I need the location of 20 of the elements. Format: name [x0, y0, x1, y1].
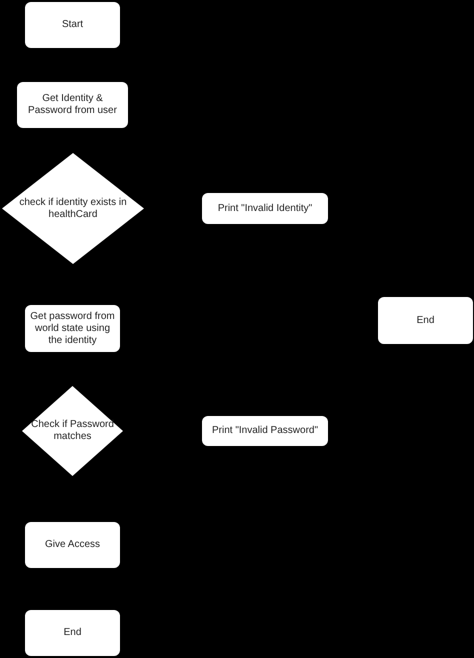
node-label: Start: [60, 19, 84, 31]
process-box: [378, 297, 473, 344]
process-box: [202, 193, 328, 224]
node-label: End: [416, 314, 436, 326]
node-label: Give Access: [44, 539, 102, 551]
node-label: Get Identity & Password from user: [27, 93, 118, 117]
process-box: [17, 82, 128, 128]
process-box: [202, 416, 328, 446]
process-box: [25, 305, 120, 352]
node-label: Get password from world state using the identity: [29, 310, 116, 346]
process-box: [25, 522, 120, 568]
node-label: check if identity exists in healthCard: [18, 196, 128, 220]
node-label: End: [62, 627, 82, 639]
node-label: Print "Invalid Password": [210, 425, 320, 437]
decision-diamond: [22, 386, 123, 476]
process-box: [25, 2, 120, 48]
process-box: [25, 610, 120, 656]
node-label: Print "Invalid Identity": [216, 202, 314, 214]
node-label: Check if Password matches: [30, 419, 115, 443]
decision-diamond: [2, 153, 144, 264]
